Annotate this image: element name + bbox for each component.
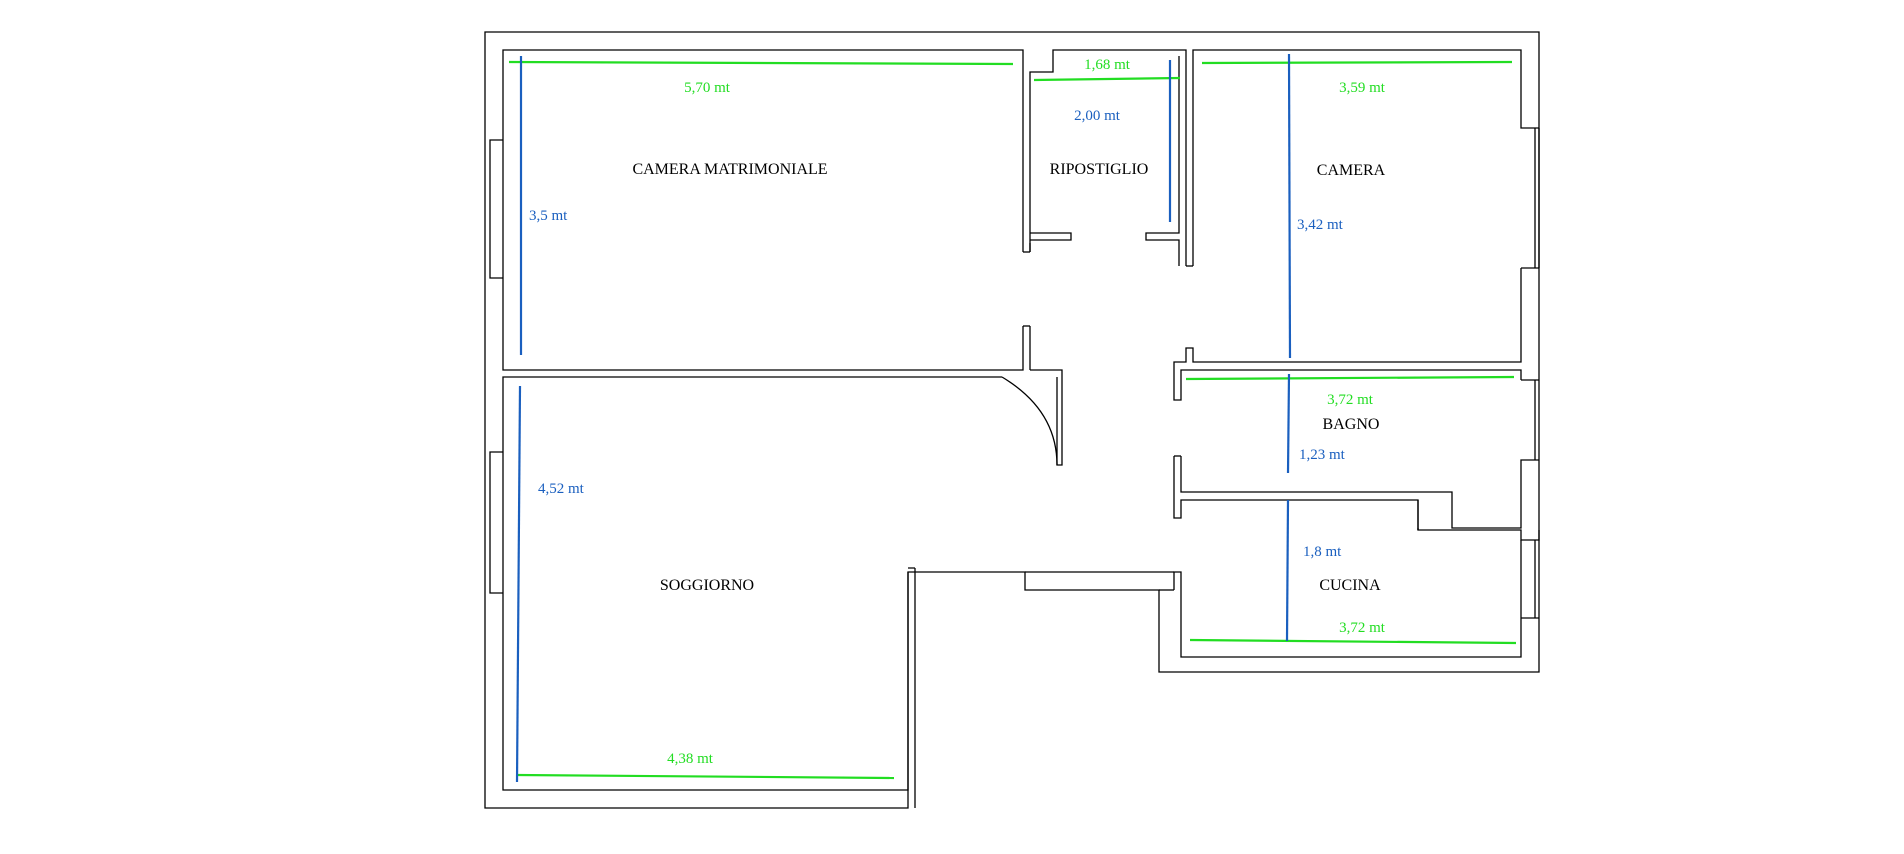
dimension-label-ripostiglio-width: 1,68 mt <box>1084 57 1131 73</box>
ripostiglio-door-left <box>1029 232 1072 252</box>
camera-walls <box>1192 49 1539 266</box>
room-bagno <box>1173 379 1539 529</box>
room-camera-matrimoniale <box>489 49 1031 371</box>
ripostiglio-walls <box>1029 49 1187 266</box>
dimension-label-bagno-depth: 1,23 mt <box>1299 447 1346 463</box>
ripostiglio-wall-inner-right <box>1145 56 1180 266</box>
room-label-bagno: BAGNO <box>1323 416 1380 433</box>
dimension-line-soggiorno-width <box>516 773 895 780</box>
dimension-line-camera-depth <box>1287 53 1292 359</box>
room-labels: CAMERA MATRIMONIALE RIPOSTIGLIO CAMERA B… <box>632 161 1385 594</box>
room-label-camera-matrimoniale: CAMERA MATRIMONIALE <box>632 161 827 178</box>
dimension-line-cucina-depth <box>1285 499 1290 642</box>
room-soggiorno <box>489 369 1063 808</box>
dimension-label-camera-depth: 3,42 mt <box>1297 217 1344 233</box>
cucina-inner <box>1173 540 1539 658</box>
dimension-line-cucina-width <box>1189 638 1517 645</box>
dimension-line-soggiorno-depth <box>515 385 522 783</box>
room-label-cucina: CUCINA <box>1319 577 1381 594</box>
dimension-label-camera-matrimoniale-depth: 3,5 mt <box>529 208 568 224</box>
cucina-walls <box>1417 528 1540 541</box>
room-label-ripostiglio: RIPOSTIGLIO <box>1050 161 1149 178</box>
dimension-label-bagno-width: 3,72 mt <box>1327 392 1374 408</box>
dimension-line-ripostiglio-width <box>1033 76 1181 82</box>
room-label-camera: CAMERA <box>1317 162 1386 179</box>
dimension-line-camera-matrimoniale-width <box>508 60 1014 66</box>
room-ripostiglio <box>1023 49 1187 266</box>
dimension-label-camera-matrimoniale-width: 5,70 mt <box>684 80 731 96</box>
room-camera <box>1173 49 1540 401</box>
soggiorno-door-swing <box>1001 376 1058 466</box>
room-label-soggiorno: SOGGIORNO <box>660 577 754 594</box>
dimension-label-cucina-width: 3,72 mt <box>1339 620 1386 636</box>
camera-window <box>1173 268 1522 401</box>
bagno-walls <box>1180 459 1539 529</box>
room-cucina <box>1025 528 1540 658</box>
dimension-label-cucina-depth: 1,8 mt <box>1303 544 1342 560</box>
dimension-label-soggiorno-depth: 4,52 mt <box>538 481 585 497</box>
dimension-line-camera-width <box>1201 60 1513 65</box>
dimension-line-bagno-width <box>1185 375 1515 381</box>
dimension-label-camera-width: 3,59 mt <box>1339 80 1386 96</box>
exterior-outline <box>484 31 1540 809</box>
corridor-stub-bottom <box>1030 369 1063 466</box>
dimension-label-ripostiglio-depth: 2,00 mt <box>1074 108 1121 124</box>
dimension-lines <box>508 53 1517 783</box>
camera-matrimoniale-window-1 <box>489 139 503 279</box>
camera-matrimoniale-walls <box>502 49 1024 371</box>
dimension-label-soggiorno-width: 4,38 mt <box>667 751 714 767</box>
exterior-walls <box>484 31 1540 809</box>
soggiorno-window <box>489 451 503 594</box>
dimension-labels: 5,70 mt 3,5 mt 1,68 mt 2,00 mt 3,59 mt 3… <box>529 57 1386 767</box>
soggiorno-partition <box>908 567 916 808</box>
soggiorno-walls <box>502 376 1002 791</box>
dimension-line-bagno-depth <box>1286 373 1291 474</box>
